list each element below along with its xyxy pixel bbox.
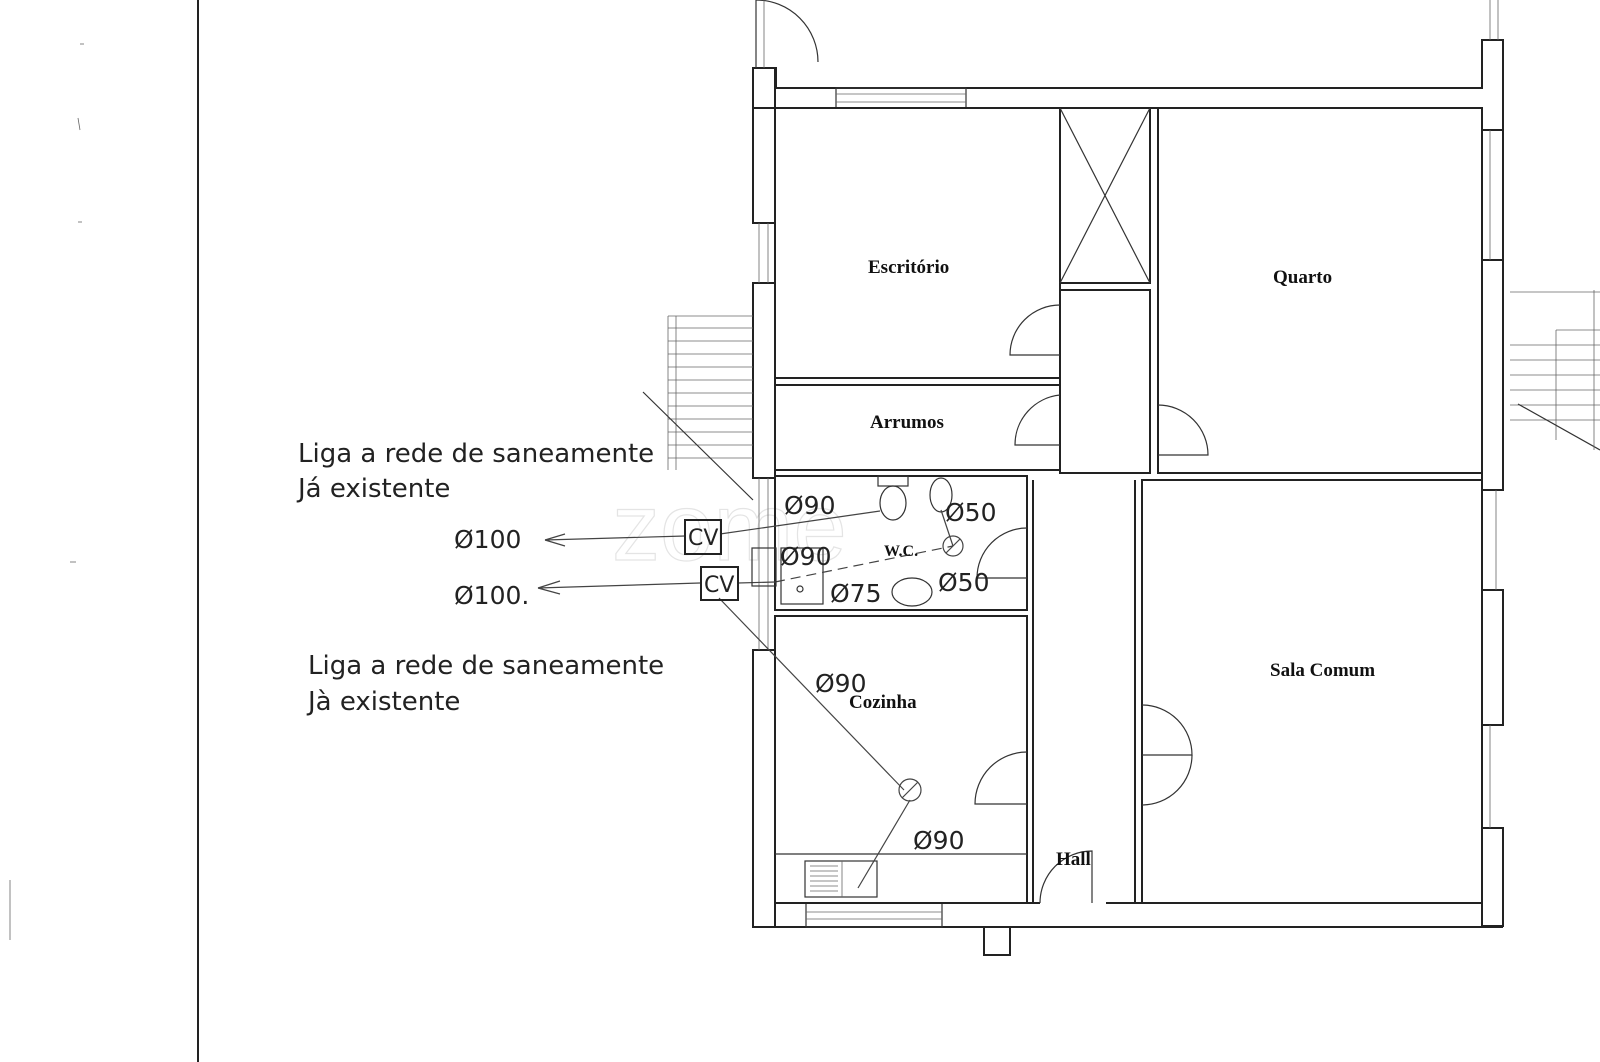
pipe-label-basin: Ø50: [938, 568, 990, 597]
note-upper-line1: Liga a rede de saneamente: [298, 439, 654, 469]
interior-walls: [774, 107, 1483, 904]
doors: [974, 304, 1209, 904]
room-label-quarto: Quarto: [1273, 267, 1332, 288]
note-lower-line1: Liga a rede de saneamente: [308, 651, 664, 681]
drainage-pipes: [537, 509, 964, 889]
window-kitchen: [805, 902, 943, 928]
pipe-label-main-upper: Ø100: [454, 525, 521, 554]
room-label-sala-comum: Sala Comum: [1270, 660, 1375, 681]
room-label-cozinha: Cozinha: [849, 692, 917, 713]
pipe-label-wc-top: Ø90: [784, 491, 836, 520]
window-top: [835, 87, 967, 109]
pipe-label-bath: Ø75: [830, 579, 882, 608]
kitchen-counter: [775, 853, 1027, 898]
watermark: zome: [612, 474, 847, 581]
pipe-label-wc-mid: Ø90: [780, 542, 832, 571]
pipe-label-main-lower: Ø100.: [454, 581, 529, 610]
note-upper-line2: Já existente: [296, 474, 450, 504]
outer-walls: [752, 0, 1504, 956]
room-label-arrumos: Arrumos: [870, 412, 944, 433]
kitchen-sink-icon: [804, 860, 878, 898]
toilet-icon: [879, 485, 907, 521]
pipe-label-kitchen-line: Ø90: [815, 669, 867, 698]
svg-text:CV: CV: [704, 573, 734, 598]
floor-drain-wc-icon: [942, 535, 964, 557]
inspection-box-upper: CV: [684, 519, 722, 555]
pipe-label-kitchen-sink: Ø90: [913, 826, 965, 855]
note-lower-line2: Jà existente: [306, 687, 460, 717]
entrance-step: [983, 926, 1011, 956]
shaft: [1059, 107, 1151, 284]
room-label-escritorio: Escritório: [868, 257, 949, 278]
room-label-wc: W.C.: [884, 543, 918, 560]
svg-text:CV: CV: [688, 526, 718, 551]
pipe-label-toilet: Ø50: [945, 498, 997, 527]
room-label-hall: Hall: [1056, 849, 1091, 870]
wc-fixtures: [780, 475, 953, 607]
bidet-icon: [929, 477, 953, 513]
scan-specks: [9, 43, 84, 940]
basin-icon: [891, 577, 933, 607]
stairs-right: [1510, 290, 1600, 451]
inspection-box-lower: CV: [700, 566, 739, 601]
bath-icon: [780, 547, 824, 605]
stairs-left: [642, 315, 754, 501]
